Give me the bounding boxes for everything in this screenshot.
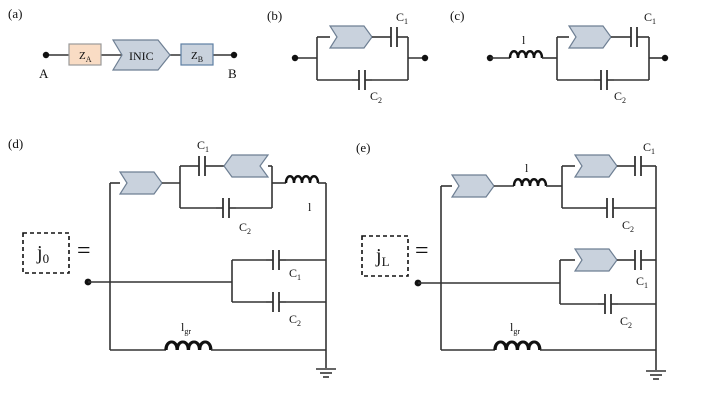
inic-chevron-outer [451,174,495,198]
inductor-lgr [493,340,542,352]
c2-label: C2 [370,89,382,105]
c2-label: C2 [239,220,251,236]
panel-d-label: (d) [8,136,23,151]
j0-label: j0 [36,242,49,266]
c1-label: C1 [197,138,209,154]
equals-sign-d: = [77,238,91,264]
c2-label: C2 [620,314,632,330]
node [421,54,429,62]
jl-label: jL [375,245,390,269]
node [291,54,299,62]
c2-label: C2 [289,312,301,328]
capacitor-c1-top [191,155,213,177]
capacitor-c1 [623,26,645,48]
capacitor-c2-mid [597,293,619,315]
c1-label: C1 [643,140,655,156]
inic-chevron [568,25,612,49]
inic-chevron-top [574,154,618,178]
capacitor-c2 [351,69,373,91]
za-label: ZA [79,50,92,64]
panel-e: (e) jL = l C1 C2 C1 C2 [356,140,667,380]
terminal-a-label: A [39,66,49,81]
zb-label: ZB [191,50,203,64]
c1-label: C1 [289,266,301,282]
inic-block [111,39,171,71]
panel-b: (b) C1 C2 [267,8,429,105]
l-label: l [525,161,529,175]
panel-e-label: (e) [356,140,370,155]
panel-d: (d) j0 = C1 C2 l [8,136,337,378]
ground-icon [315,368,337,378]
impedance-za [68,43,102,66]
panel-b-label: (b) [267,8,282,23]
inductor-l [508,50,544,60]
node [661,54,669,62]
c2-label: C2 [614,89,626,105]
panel-a-label: (a) [8,6,22,21]
capacitor-c2-top [599,197,621,219]
inductor-lgr [164,340,213,352]
panel-a: (a) ZA INIC ZB A B [8,6,238,81]
inic-chevron-mid [574,248,618,272]
capacitor-c2-mid [265,291,287,313]
lgr-label: lgr [510,320,520,336]
ground-icon [645,370,667,380]
l-label: l [522,33,526,47]
inic-chevron-outer [119,171,163,195]
inductor-l [512,178,548,188]
j0-box [22,232,70,274]
capacitor-c2 [593,69,615,91]
panel-c: C (c) l C1 C2 [450,8,669,105]
jl-box [361,235,409,277]
equals-sign-e: = [415,238,429,264]
terminal-a-node [42,51,50,59]
impedance-zb [180,43,214,66]
c1-label: C1 [644,10,656,26]
terminal-b-node [230,51,238,59]
panel-c-label-text: (c) [450,8,464,23]
capacitor-c1-mid [265,249,287,271]
inductor-l [284,175,320,185]
capacitor-c1-top [627,155,649,177]
inic-chevron-reversed [223,154,270,178]
l-label: l [308,200,312,214]
inic-chevron [329,25,373,49]
capacitor-c2-top [215,197,237,219]
lgr-label: lgr [181,320,191,336]
capacitor-c1-mid [627,249,649,271]
c1-label: C1 [636,274,648,290]
c1-label: C1 [396,10,408,26]
c2-label: C2 [622,218,634,234]
terminal-b-label: B [228,66,237,81]
capacitor-c1 [383,26,405,48]
inic-label: INIC [129,49,154,63]
